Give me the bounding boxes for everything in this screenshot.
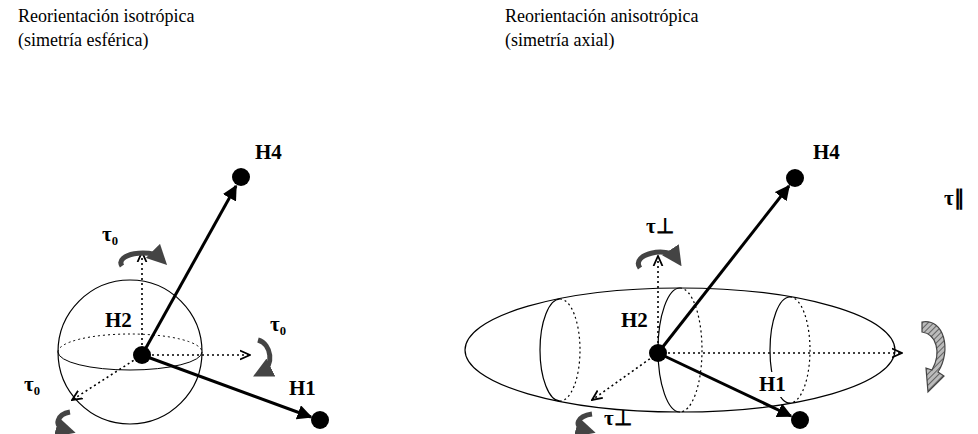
panel-title: Reorientación isotrópica <box>18 6 194 28</box>
rotation-arrows <box>58 253 270 430</box>
sphere <box>58 280 202 424</box>
panel-title: Reorientación anisotrópica <box>505 6 698 28</box>
hydrogen-atoms <box>649 169 809 429</box>
rotation-axes <box>592 256 902 400</box>
atom-label: H2 <box>620 308 649 333</box>
correlation-time: τ∥ <box>944 186 965 211</box>
bond-vectors <box>658 186 791 416</box>
bond-vectors <box>142 186 311 417</box>
atom-label: H4 <box>254 140 283 165</box>
correlation-time: τ₀ <box>270 312 286 337</box>
atom-label: H4 <box>812 140 841 165</box>
panel-subtitle: (simetría axial) <box>505 30 614 52</box>
ellipsoid <box>465 288 895 412</box>
panel-subtitle: (simetría esférica) <box>18 30 148 52</box>
atom-label: H2 <box>104 308 133 333</box>
hydrogen-atoms <box>133 168 329 429</box>
correlation-time: τ⊥ <box>646 214 674 239</box>
parallel-rotation-arrow <box>922 322 945 392</box>
rotation-arrows <box>578 252 676 430</box>
correlation-time: τ₀ <box>102 222 118 247</box>
atom-label: H1 <box>288 376 317 401</box>
correlation-time: τ⊥ <box>604 406 632 431</box>
atom-label: H1 <box>758 372 787 397</box>
correlation-time: τ₀ <box>24 372 40 397</box>
rotation-axes <box>72 252 250 400</box>
